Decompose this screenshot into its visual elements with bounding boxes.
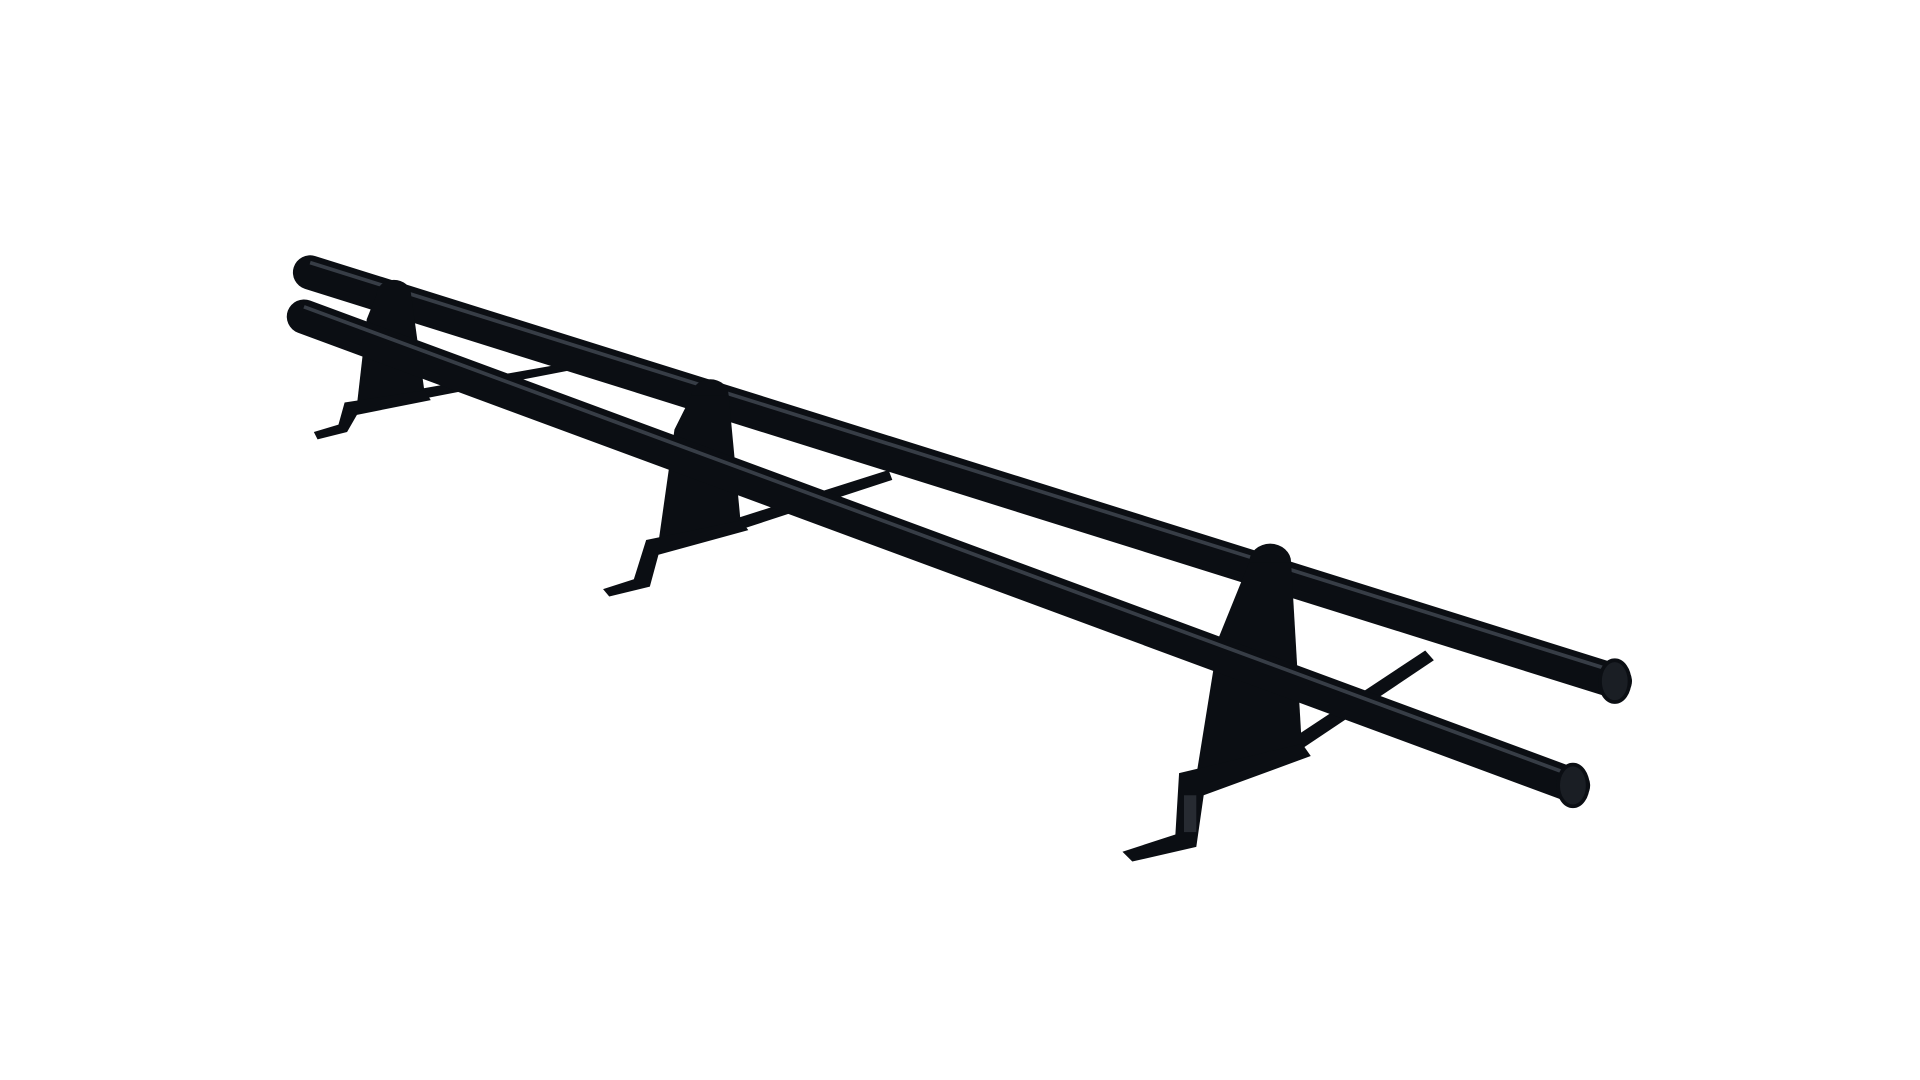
lower-tube-end bbox=[1556, 762, 1590, 809]
upper-tube bbox=[292, 255, 1633, 704]
lower-tube bbox=[286, 299, 1591, 809]
upper-tube-end bbox=[1598, 658, 1632, 704]
